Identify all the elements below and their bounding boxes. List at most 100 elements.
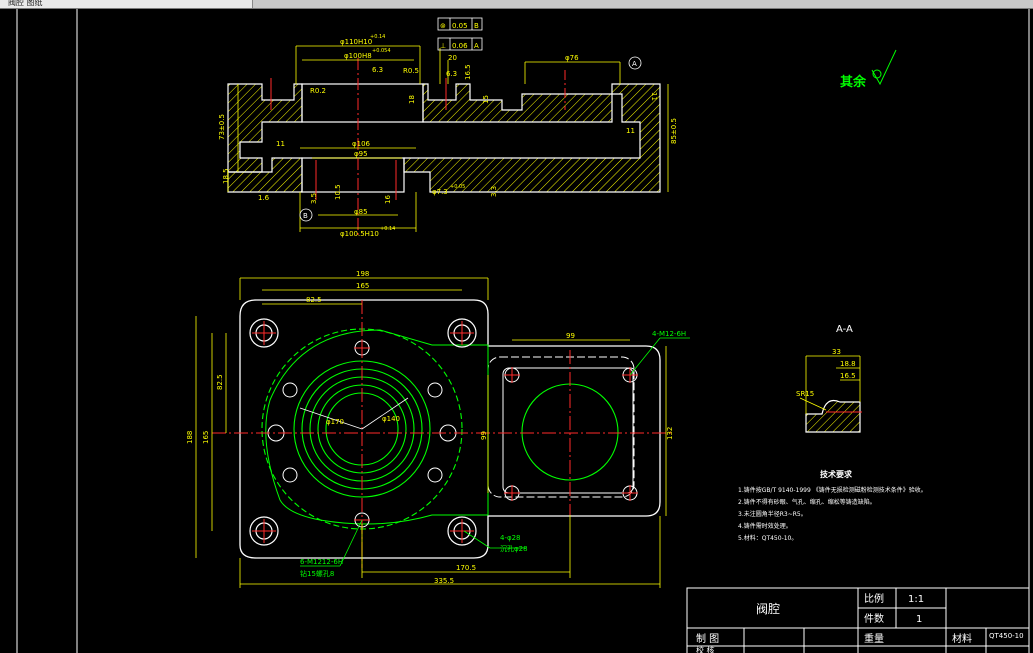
dim-d18: 18 (408, 95, 416, 104)
note-hole4: 4-φ28 (500, 534, 521, 542)
square-flange-inner (502, 367, 634, 494)
tech-req-title: 技术要求 (820, 469, 853, 479)
tb-drawn-label: 制 图 (696, 632, 719, 645)
dim-d165: 16.5 (464, 64, 472, 80)
tech-req-line-5: 5.材料：QT450-10。 (738, 534, 797, 542)
dim-h825: 82.5 (216, 374, 224, 390)
dim-d1-6c: 1.6 (258, 194, 270, 202)
dim-d73b-tol: +0.05 (450, 184, 465, 190)
dim-w1705: 170.5 (456, 564, 476, 572)
dim-d105: 10.5 (334, 184, 342, 200)
sec-d188: 18.8 (840, 360, 856, 368)
surface-finish-note: 其余 (840, 49, 897, 90)
drawing-tab-label: 阀腔 图纸 (8, 0, 43, 7)
dim-h99: 99 (480, 431, 488, 440)
dim-d106: φ106 (352, 140, 371, 148)
tb-qty-label: 件数 (864, 612, 884, 625)
dim-w825: 82.5 (306, 296, 322, 304)
tol1-value: 0.05 (452, 22, 468, 30)
section-aa-label: A-A (836, 324, 853, 335)
inner-bore (301, 83, 424, 123)
note-thread4: 4-M12-6H (652, 330, 686, 338)
dim-d110-tol: +0.14 (370, 34, 385, 40)
dim-d185: 18.5 (222, 168, 230, 184)
drawing-tab[interactable]: 阀腔 图纸 (0, 0, 253, 8)
tb-material-value: QT450-10 (989, 632, 1024, 640)
dim-d73b: φ7.3 (432, 188, 448, 196)
corner-hole-bl (249, 516, 279, 546)
title-block: 阀腔 比例 1:1 件数 1 制 图 重量 材料 QT450-10 校 核 (686, 587, 1030, 653)
dim-h132: 132 (666, 427, 674, 440)
dim-d85b: φ85 (354, 208, 368, 216)
datum-b-label: B (303, 212, 308, 220)
tolerance-frame-2 (437, 37, 483, 51)
note-thread6-depth: 钻15螺孔8 (300, 569, 334, 578)
tech-req-line-4: 4.铸件需时效处理。 (738, 522, 792, 530)
lower-bore (301, 157, 405, 193)
note-hole4-depth: 沉孔φ28 (500, 545, 528, 553)
plan-body-outline (239, 299, 661, 559)
dim-d16: 16 (384, 195, 392, 204)
tol1-datum: B (474, 22, 479, 30)
dim-d100: φ100H8 (344, 52, 372, 60)
square-flange (487, 356, 635, 498)
dim-d110: φ110H10 (340, 38, 372, 46)
section-aa-view: A-A 33 18.8 16.5 SR15 (796, 324, 862, 433)
tb-weight-label: 重量 (864, 632, 884, 645)
tb-part-name: 阀腔 (756, 601, 780, 616)
tb-material-label: 材料 (952, 632, 972, 645)
plan-view: 198 165 82.5 188 165 82.5 99 99 132 170.… (186, 270, 690, 588)
datum-b-marker (299, 208, 313, 222)
dim-h165: 165 (202, 431, 210, 444)
window-titlebar: 阀腔 图纸 (0, 0, 1033, 9)
tech-req-line-1: 1.铸件按GB/T 9140-1999 《铸件无损检测磁粉检测技术条件》验收。 (738, 486, 927, 494)
tb-qty-value: 1 (916, 614, 922, 625)
tech-req-line-2: 2.铸件不得有砂眼、气孔、缩孔、缩松等铸造缺陷。 (738, 498, 876, 506)
tech-requirements: 技术要求 1.铸件按GB/T 9140-1999 《铸件无损检测磁粉检测技术条件… (738, 469, 927, 542)
dim-r05: R0.5 (403, 67, 419, 75)
surface-finish-label: 其余 (840, 74, 867, 90)
tolerance-frame-1 (437, 17, 483, 31)
sec-d165: 16.5 (840, 372, 856, 380)
dim-d140: φ140 (382, 415, 400, 423)
dim-r02: R0.2 (310, 87, 326, 95)
note-thread6: 6-M1212-6H (300, 558, 343, 566)
dim-w3355: 335.5 (434, 577, 454, 585)
dim-w198: 198 (356, 270, 369, 278)
dim-ra63b: 6.3 (446, 70, 457, 78)
dim-d76: φ76 (565, 54, 579, 62)
dim-d85: 85±0.5 (670, 118, 678, 144)
dim-d95: φ95 (354, 150, 368, 158)
corner-hole-tr (447, 318, 477, 348)
sec-sr15: SR15 (796, 390, 814, 398)
dim-d100-tol: +0.054 (372, 48, 391, 54)
dim-d33: 3.3 (490, 186, 498, 197)
sec-d33: 33 (832, 348, 841, 356)
section-wall-left (227, 83, 303, 173)
dim-d73: 73±0.5 (218, 114, 226, 140)
tb-check-label: 校 核 (696, 645, 715, 653)
corner-hole-br (447, 516, 477, 546)
dim-ra63a: 6.3 (372, 66, 383, 74)
dim-d11c: 11 (650, 92, 658, 101)
dim-d11b: 11 (626, 127, 635, 135)
corner-hole-tl (249, 318, 279, 348)
datum-a-marker (628, 56, 642, 70)
tb-scale-label: 比例 (864, 592, 884, 605)
cad-drawing-canvas[interactable]: ⊚ 0.05 B ⊥ 0.06 A A B φ110H10 +0.14 φ100… (0, 9, 1033, 653)
section-aa-body (805, 399, 861, 433)
dim-w99: 99 (566, 332, 575, 340)
dim-h188: 188 (186, 431, 194, 444)
tol1-symbol: ⊚ (440, 22, 446, 30)
dim-d35: 3.5 (310, 193, 318, 204)
tol2-datum: A (474, 42, 479, 50)
dim-w165: 165 (356, 282, 369, 290)
tb-scale-value: 1:1 (908, 594, 924, 605)
front-section-view: ⊚ 0.05 B ⊥ 0.06 A A B φ110H10 +0.14 φ100… (218, 17, 678, 238)
tol2-symbol: ⊥ (440, 42, 446, 50)
dim-d15: 15 (482, 95, 490, 104)
tol2-value: 0.06 (452, 42, 468, 50)
dim-d1005: φ100.5H10 (340, 230, 379, 238)
dim-d170: φ170 (326, 418, 344, 426)
dim-d1005-tol: +0.14 (380, 226, 395, 232)
